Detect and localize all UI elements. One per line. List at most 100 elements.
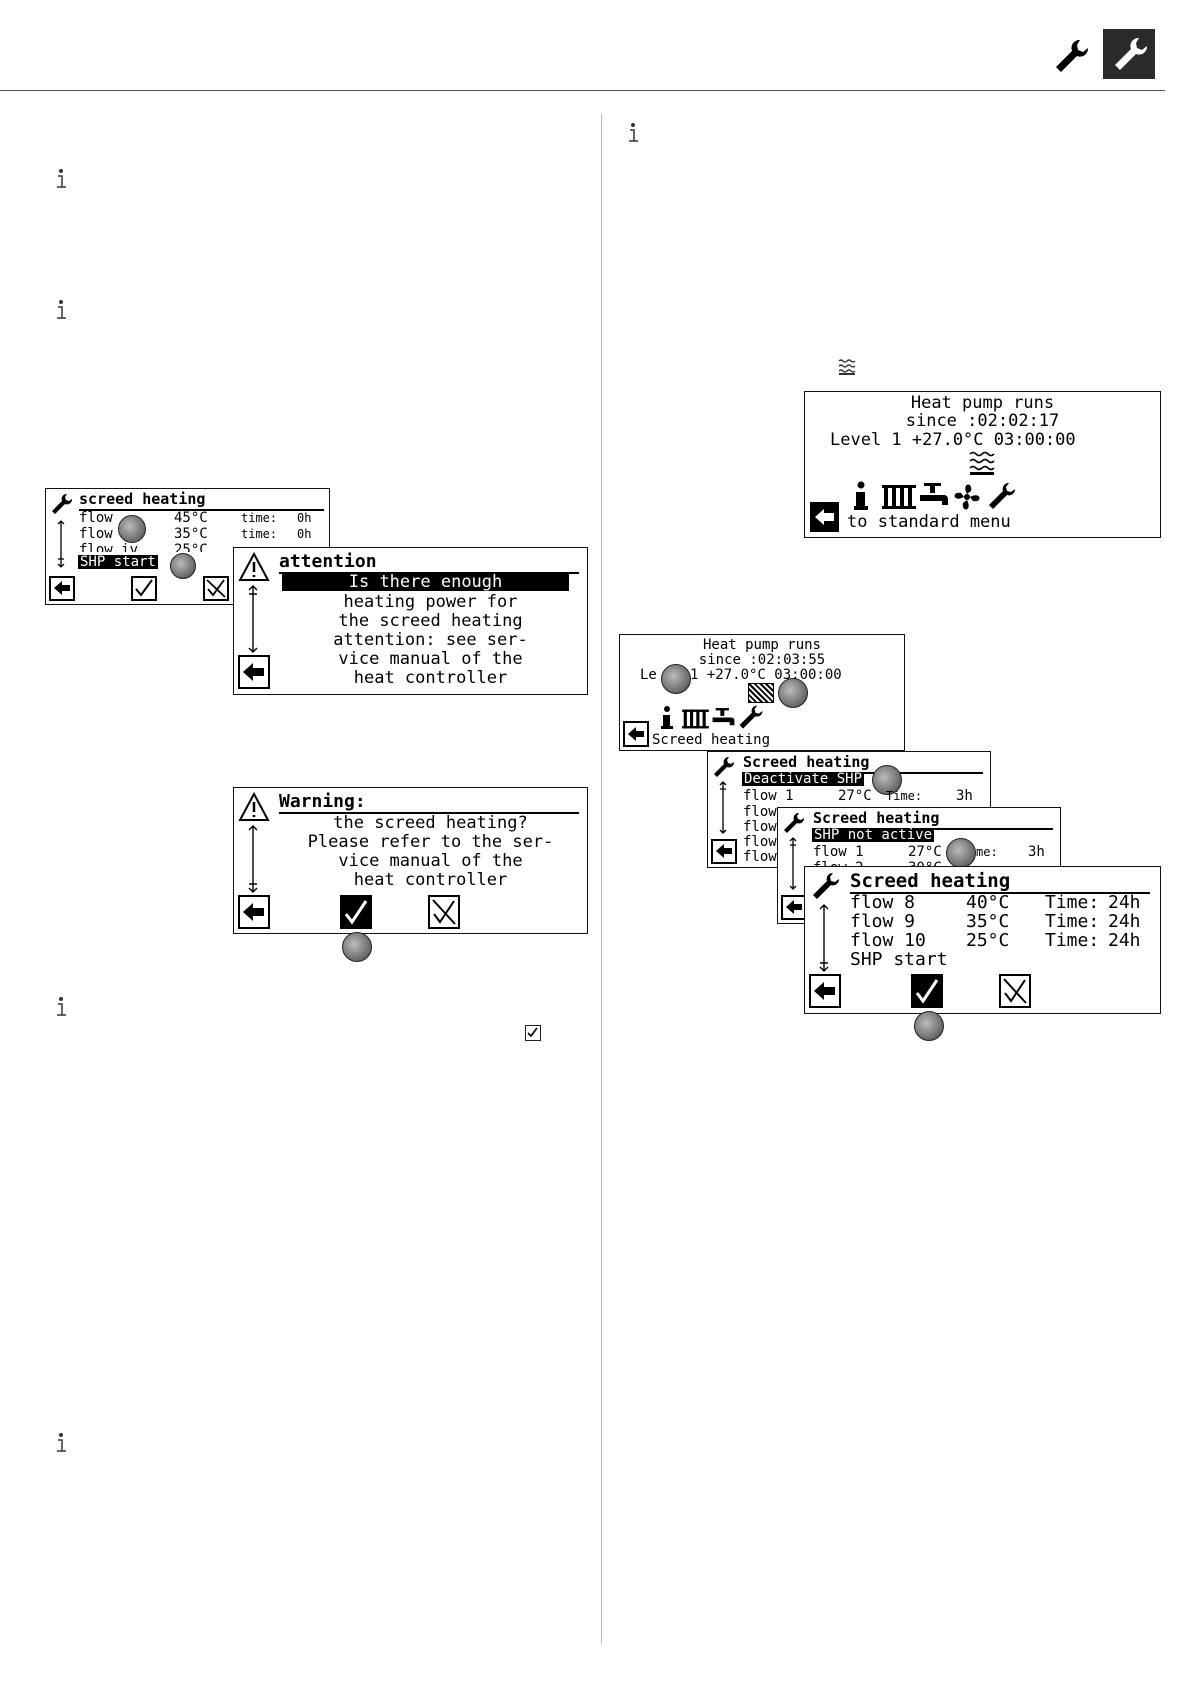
scrollbar-icon[interactable]: [788, 836, 798, 891]
water-tap-icon[interactable]: [711, 708, 736, 730]
footer-text: to standard menu: [847, 512, 1011, 532]
screen-warning: Warning: the screed heating? Please refe…: [233, 787, 588, 934]
flow-label: flow 10: [850, 930, 926, 951]
back-button[interactable]: [238, 895, 270, 929]
shp-start-option[interactable]: SHP start: [850, 949, 948, 970]
flow-label: flow 8: [850, 892, 916, 913]
info-icon[interactable]: [660, 706, 674, 730]
warning-line: heat controller: [353, 668, 508, 688]
knob-press-icon: [342, 932, 372, 962]
scrollbar-icon[interactable]: [247, 824, 259, 894]
warning-line: heating power for: [343, 592, 518, 612]
time-label: time:: [241, 527, 278, 541]
selected-option[interactable]: SHP start: [78, 554, 158, 570]
time-label: time:: [241, 511, 278, 525]
screen-screed-heating-list: screed heating flow 45°C time: 0h flow 3…: [45, 488, 330, 605]
warning-icon: [238, 792, 270, 821]
flow-label: flow: [743, 804, 777, 820]
confirm-button[interactable]: [131, 576, 157, 601]
status-line: Heat pump runs: [702, 637, 821, 653]
time-value: 3h: [1028, 844, 1045, 860]
screen-heat-pump-runs-small: Heat pump runs since :02:03:55 Le 1 +27.…: [619, 634, 905, 751]
rotary-knob-icon: [946, 838, 976, 868]
flow-temp: 27°C: [838, 788, 872, 804]
screen-heat-pump-runs: Heat pump runs since :02:02:17 Level 1 +…: [804, 391, 1161, 538]
water-tap-icon[interactable]: [918, 483, 950, 511]
flow-label: flow 1: [743, 788, 794, 804]
back-button[interactable]: [810, 502, 839, 532]
screed-heating-icon: [748, 683, 774, 703]
column-divider: [601, 114, 602, 1644]
warning-line: the screed heating?: [333, 813, 528, 833]
knob-press-icon: [170, 553, 196, 579]
time-label: Time:: [886, 789, 923, 803]
flow-temp: 35°C: [966, 911, 1010, 932]
flow-label: flow: [743, 819, 777, 835]
status-line: since :02:03:55: [698, 652, 826, 668]
wrench-icon: [52, 493, 73, 514]
flow-temp: 27°C: [908, 844, 942, 860]
footer-text: Screed heating: [652, 732, 771, 748]
selected-option[interactable]: SHP not active: [812, 827, 935, 843]
screen-title: screed heating: [79, 490, 206, 508]
time-label: Time:: [1045, 892, 1100, 913]
cancel-button[interactable]: [203, 576, 229, 601]
time-value: 0h: [297, 511, 312, 525]
warning-line: heat controller: [353, 870, 508, 890]
flow-label: flow: [743, 834, 777, 850]
confirm-button[interactable]: [911, 974, 943, 1008]
screen-title: Screed heating: [850, 870, 1011, 892]
time-label: me:: [976, 845, 998, 859]
time-value: 24h: [1108, 930, 1141, 951]
warning-line: attention: see ser-: [333, 630, 528, 650]
back-button[interactable]: [711, 839, 737, 864]
flow-temp: 25°C: [966, 930, 1010, 951]
back-button[interactable]: [238, 655, 270, 689]
wrench-icon[interactable]: [985, 480, 1019, 514]
wrench-icon: [813, 872, 840, 899]
flow-label: flow 1: [813, 844, 864, 860]
scrollbar-icon[interactable]: [247, 584, 259, 654]
radiator-icon[interactable]: [682, 708, 709, 730]
time-value: 24h: [1108, 911, 1141, 932]
flow-temp: 45°C: [174, 510, 208, 526]
scrollbar-icon[interactable]: [56, 519, 66, 569]
info-icon: [57, 300, 66, 319]
screen-attention: attention Is there enough heating power …: [233, 547, 588, 695]
info-icon: [57, 1433, 66, 1452]
fan-icon[interactable]: [951, 481, 983, 513]
info-icon[interactable]: [853, 481, 869, 511]
back-button[interactable]: [49, 576, 75, 601]
status-line: Heat pump runs: [910, 393, 1055, 413]
back-button[interactable]: [623, 721, 649, 747]
warning-line: vice manual of the: [338, 649, 523, 669]
header-divider: [0, 90, 1165, 91]
screen-title: Screed heating: [813, 809, 940, 827]
cancel-button[interactable]: [999, 974, 1031, 1008]
wrench-icon: [784, 812, 805, 833]
radiator-icon[interactable]: [882, 483, 916, 511]
rotary-knob-icon: [118, 515, 146, 543]
info-icon: [57, 169, 66, 188]
back-button[interactable]: [809, 974, 841, 1008]
flow-label: flow 9: [850, 911, 916, 932]
warning-line: Please refer to the ser-: [307, 832, 554, 852]
selected-option[interactable]: Deactivate SHP: [742, 771, 865, 787]
wrench-icon[interactable]: [736, 703, 766, 733]
rotary-knob-icon: [661, 664, 691, 694]
time-label: Time:: [1045, 930, 1100, 951]
scrollbar-icon[interactable]: [818, 903, 830, 973]
flow-temp: 25°C: [174, 543, 208, 552]
info-icon: [57, 997, 66, 1016]
warning-line: vice manual of the: [338, 851, 523, 871]
status-line: 1 +27.0°C 03:00:00: [690, 667, 842, 683]
checkbox-icon: [525, 1025, 541, 1041]
time-value: 24h: [1108, 892, 1141, 913]
knob-press-icon: [872, 765, 902, 795]
screen-title: attention: [279, 551, 377, 572]
warning-icon: [238, 552, 270, 581]
flow-temp: 35°C: [174, 526, 208, 542]
cancel-button[interactable]: [428, 895, 460, 929]
confirm-button[interactable]: [340, 895, 372, 929]
scrollbar-icon[interactable]: [718, 780, 728, 835]
